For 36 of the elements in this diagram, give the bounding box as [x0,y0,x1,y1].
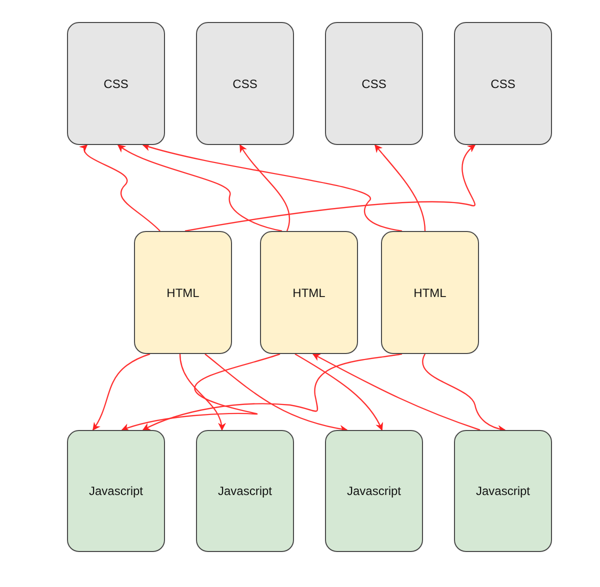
node-label: CSS [104,76,128,90]
curved-arrow [179,354,226,431]
node-label: CSS [362,76,386,90]
curved-arrow [92,353,150,431]
markup-box [381,231,479,354]
curved-arrow [184,144,476,232]
node-label: HTML [166,286,200,300]
style-box [67,22,165,145]
script-box [196,430,294,552]
style-box [196,22,294,145]
curved-arrow [142,143,402,232]
curved-arrow [204,354,348,433]
script-box [325,430,423,552]
node-label: Javascript [218,484,272,498]
curved-arrow [117,144,282,232]
node-label: Javascript [476,484,530,498]
node-label: HTML [414,286,446,300]
style-box [454,22,552,145]
script-box [454,430,552,552]
node-label: Javascript [88,484,144,498]
curved-arrow [121,353,280,432]
markup-box [260,231,358,354]
script-box [67,430,165,552]
markup-box [134,231,232,354]
curved-arrow [80,144,160,232]
node-label: CSS [490,76,516,90]
curved-arrow [422,354,506,433]
node-label: Javascript [346,484,402,498]
curved-arrow [294,353,383,431]
curved-arrow [312,353,480,431]
curved-arrow [142,353,402,431]
node-label: HTML [292,286,326,300]
curved-arrow [240,144,290,232]
node-label: CSS [232,76,258,90]
style-box [325,22,423,145]
curved-arrow [374,144,426,232]
